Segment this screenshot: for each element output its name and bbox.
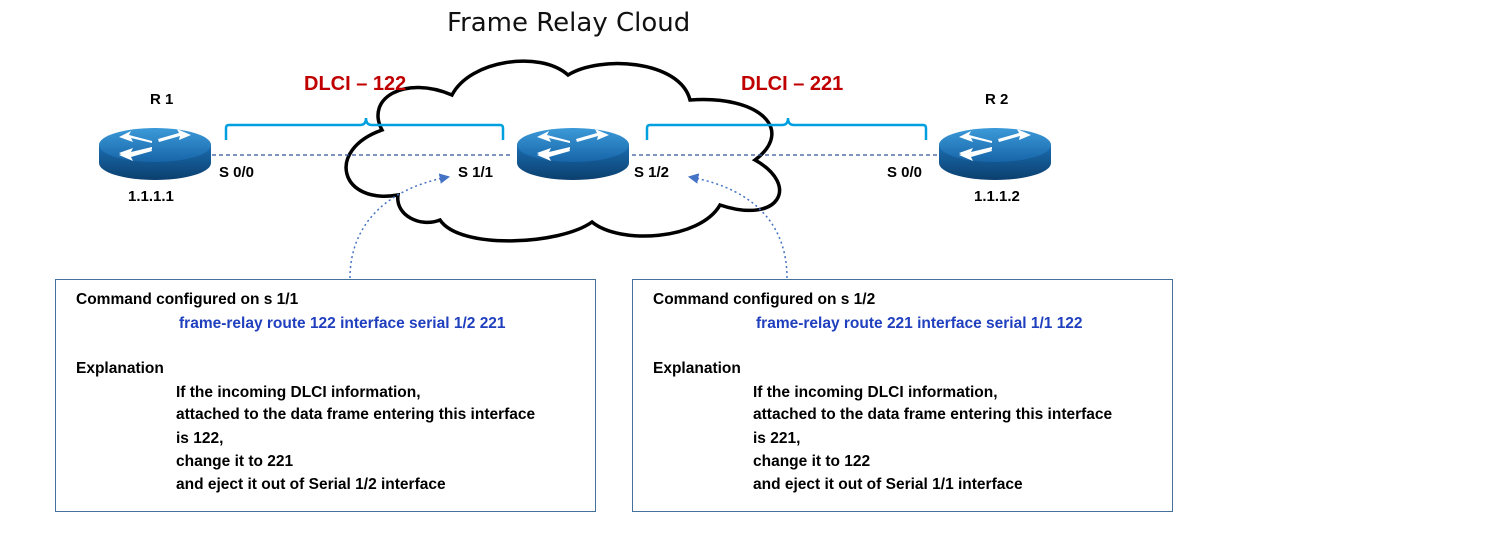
box-explanation-line: and eject it out of Serial 1/1 interface [753,476,1023,493]
box-explanation-line: is 221, [753,430,801,447]
box-command: frame-relay route 221 interface serial 1… [756,315,1083,332]
router-r1-name: R 1 [150,91,174,108]
router-r2-address: 1.1.1.2 [974,188,1020,205]
box-explanation-line: If the incoming DLCI information, [753,384,998,401]
box-explanation-line: If the incoming DLCI information, [176,384,421,401]
router-r2-name: R 2 [985,91,1009,108]
box-explanation-line: attached to the data frame entering this… [753,406,1113,423]
diagram-title: Frame Relay Cloud [447,8,691,38]
callout-arrow-s11 [349,173,451,279]
router-r1-interface: S 0/0 [219,164,255,181]
dlci-122-bracket [224,117,505,140]
box-explanation-title: Explanation [76,360,164,377]
callout-arrow-s12 [687,173,788,279]
box-command: frame-relay route 122 interface serial 1… [179,315,506,332]
box-heading: Command configured on s 1/2 [653,291,876,308]
box-explanation-line: and eject it out of Serial 1/2 interface [176,476,446,493]
box-explanation-line: attached to the data frame entering this… [176,406,536,423]
frame-relay-switch-icon [517,128,629,180]
box-explanation-title: Explanation [653,360,741,377]
explanation-box-s11: Command configured on s 1/1 frame-relay … [55,279,596,512]
router-r1-address: 1.1.1.1 [128,188,174,205]
dlci-221-label: DLCI – 221 [741,73,844,95]
switch-interface-s11: S 1/1 [458,164,494,181]
box-explanation-line: is 122, [176,430,224,447]
explanation-box-s12: Command configured on s 1/2 frame-relay … [632,279,1173,512]
box-heading: Command configured on s 1/1 [76,291,299,308]
router-r2-interface: S 0/0 [887,164,923,181]
dlci-122-label: DLCI – 122 [304,73,407,95]
router-r2-icon [939,128,1051,180]
dlci-221-bracket [645,117,928,140]
router-r1-icon [99,128,211,180]
switch-interface-s12: S 1/2 [634,164,670,181]
box-explanation-line: change it to 122 [753,453,871,470]
box-explanation-line: change it to 221 [176,453,294,470]
